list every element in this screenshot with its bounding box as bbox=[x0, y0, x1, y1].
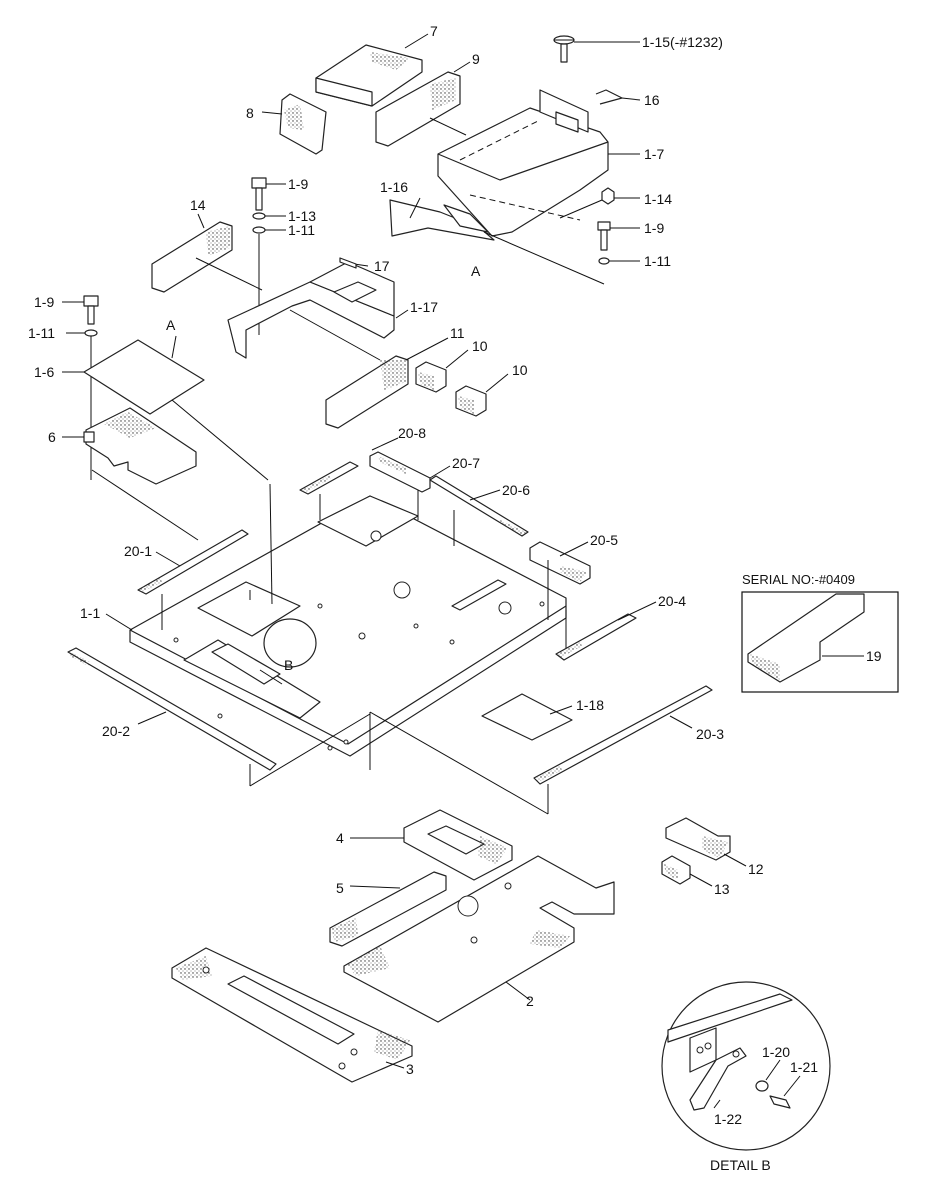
label-9-top: 9 bbox=[472, 51, 480, 67]
label-1-18: 1-18 bbox=[576, 697, 604, 713]
label-20-3: 20-3 bbox=[696, 726, 724, 742]
pad-5 bbox=[329, 871, 447, 947]
label-16: 16 bbox=[644, 92, 660, 108]
bracket-1-17 bbox=[227, 257, 409, 361]
label-a-left: A bbox=[166, 317, 176, 333]
washer-1-11-left bbox=[66, 329, 98, 480]
block-12 bbox=[665, 817, 747, 867]
cushion-11 bbox=[325, 337, 449, 429]
label-19: 19 bbox=[866, 648, 882, 664]
pad-2 bbox=[343, 855, 615, 1023]
label-1-6: 1-6 bbox=[34, 364, 54, 380]
label-1-14: 1-14 bbox=[644, 191, 672, 207]
bolt-1-9-right bbox=[597, 221, 640, 251]
rail-20-4 bbox=[555, 601, 657, 661]
label-6: 6 bbox=[48, 429, 56, 445]
bolt-1-9-mid bbox=[251, 177, 286, 211]
label-1-20: 1-20 bbox=[762, 1044, 790, 1060]
label-1-11-c: 1-11 bbox=[28, 325, 55, 341]
cushion-7 bbox=[315, 33, 429, 107]
label-3: 3 bbox=[406, 1061, 414, 1077]
label-10-b: 10 bbox=[512, 362, 528, 378]
pad-4 bbox=[350, 809, 513, 881]
label-a-top: A bbox=[471, 263, 481, 279]
plate-1-6 bbox=[62, 335, 269, 481]
spacer-10a bbox=[415, 349, 469, 393]
cushion-6 bbox=[62, 407, 199, 541]
rail-20-7 bbox=[369, 451, 451, 493]
label-20-6: 20-6 bbox=[502, 482, 530, 498]
label-1-13: 1-13 bbox=[288, 208, 316, 224]
label-1-16: 1-16 bbox=[380, 179, 408, 195]
pad-1-18 bbox=[481, 693, 573, 741]
label-4: 4 bbox=[336, 830, 344, 846]
label-1-22: 1-22 bbox=[714, 1111, 742, 1127]
label-1-9-a: 1-9 bbox=[288, 176, 308, 192]
label-8: 8 bbox=[246, 105, 254, 121]
label-1-9-b: 1-9 bbox=[644, 220, 664, 236]
label-20-1: 20-1 bbox=[124, 543, 152, 559]
label-1-11-b: 1-11 bbox=[644, 253, 671, 269]
label-1-15: 1-15(-#1232) bbox=[642, 34, 723, 50]
label-1-21: 1-21 bbox=[790, 1059, 818, 1075]
label-20-7: 20-7 bbox=[452, 455, 480, 471]
block-13 bbox=[661, 855, 713, 887]
pad-3 bbox=[171, 947, 413, 1083]
label-1-9-c: 1-9 bbox=[34, 294, 54, 310]
label-7: 7 bbox=[430, 23, 438, 39]
rail-20-3 bbox=[533, 685, 713, 814]
label-1-1: 1-1 bbox=[80, 605, 100, 621]
label-2: 2 bbox=[526, 993, 534, 1009]
label-11: 11 bbox=[450, 325, 465, 341]
rail-20-2 bbox=[67, 647, 371, 787]
detail-b-caption: DETAIL B bbox=[710, 1157, 771, 1173]
label-b: B bbox=[284, 657, 293, 673]
rail-20-8 bbox=[299, 437, 399, 520]
base-plate-1-1 bbox=[105, 476, 567, 815]
detail-b-circle bbox=[661, 981, 831, 1151]
label-20-8: 20-8 bbox=[398, 425, 426, 441]
clip-16 bbox=[595, 89, 641, 105]
rail-20-6 bbox=[429, 475, 529, 537]
label-13: 13 bbox=[714, 881, 730, 897]
label-10-a: 10 bbox=[472, 338, 488, 354]
bolt-1-9-left bbox=[62, 295, 99, 325]
washer-1-13 bbox=[252, 212, 286, 220]
label-1-17: 1-17 bbox=[410, 299, 438, 315]
label-5: 5 bbox=[336, 880, 344, 896]
seat-bracket-1-7 bbox=[389, 89, 640, 241]
label-20-4: 20-4 bbox=[658, 593, 686, 609]
washer-1-11-right bbox=[483, 231, 640, 285]
serial-no-box bbox=[741, 591, 899, 693]
rail-20-1 bbox=[137, 529, 249, 630]
label-1-7: 1-7 bbox=[644, 146, 664, 162]
serial-box-title: SERIAL NO:-#0409 bbox=[742, 572, 855, 587]
label-20-2: 20-2 bbox=[102, 723, 130, 739]
label-12: 12 bbox=[748, 861, 764, 877]
cushion-14 bbox=[151, 213, 263, 293]
rail-20-5 bbox=[529, 541, 591, 620]
label-17: 17 bbox=[374, 258, 390, 274]
nut-1-14 bbox=[559, 187, 640, 219]
label-1-11-a: 1-11 bbox=[288, 222, 315, 238]
label-14: 14 bbox=[190, 197, 206, 213]
spacer-10b bbox=[455, 373, 509, 417]
cushion-9 bbox=[375, 61, 471, 147]
wing-bolt-1-15 bbox=[553, 35, 640, 63]
label-20-5: 20-5 bbox=[590, 532, 618, 548]
cushion-8 bbox=[261, 93, 327, 155]
